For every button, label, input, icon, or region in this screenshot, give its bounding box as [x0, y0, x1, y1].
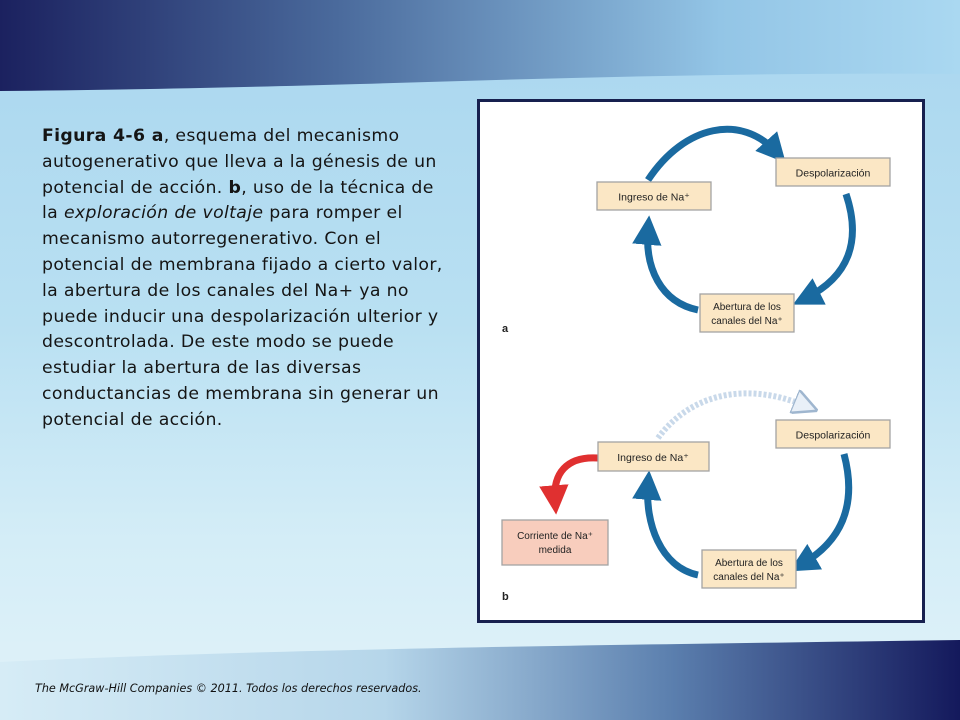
mechanism-diagram: Ingreso de Na⁺ Despolarización Abertura …	[501, 125, 891, 603]
node-despolarizacion-a: Despolarización	[775, 157, 891, 187]
node-abertura-canales-a: Abertura de los canales del Na⁺	[699, 293, 795, 333]
arrow-ingreso-to-despolarizacion-b-blocked	[655, 393, 806, 440]
node-despolarizacion-b: Despolarización	[775, 419, 891, 449]
node-corriente-line2: medida	[539, 545, 572, 556]
bottom-decorative-band	[0, 640, 960, 720]
arrow-abertura-to-ingreso-b	[632, 470, 699, 579]
node-corriente-na-medida: Corriente de Na⁺ medida	[501, 519, 609, 566]
node-ingreso-label-a: Ingreso de Na⁺	[618, 192, 690, 204]
arrow-ingreso-to-corriente-medida	[539, 454, 599, 515]
node-ingreso-na-b: Ingreso de Na⁺	[597, 441, 710, 472]
arrow-despolarizacion-to-abertura-a	[792, 192, 856, 305]
caption-italic-term: exploración de voltaje	[63, 203, 264, 224]
node-abertura-canales-b: Abertura de los canales del Na⁺	[701, 549, 797, 589]
node-despolarizacion-label-b: Despolarización	[796, 430, 871, 442]
arrow-abertura-to-ingreso-a	[632, 215, 699, 314]
node-despolarizacion-label-a: Despolarización	[796, 168, 871, 180]
figure-label: Figura 4-6 a	[42, 126, 164, 146]
caption-part-b-post: para romper el mecanismo autorregenerati…	[42, 203, 443, 430]
caption-b-label: b	[228, 177, 242, 198]
panel-b-label: b	[502, 591, 509, 603]
figure-caption: Figura 4-6 a, esquema del mecanismo auto…	[42, 124, 452, 434]
node-abertura-line2-b: canales del Na⁺	[713, 572, 784, 583]
node-abertura-line2-a: canales del Na⁺	[711, 316, 782, 327]
caption-part-b-pre: , uso de la técnica de la	[42, 177, 434, 224]
arrow-ingreso-to-despolarizacion-a	[645, 125, 786, 182]
node-ingreso-na-a: Ingreso de Na⁺	[596, 181, 712, 211]
figure-frame: Ingreso de Na⁺ Despolarización Abertura …	[477, 99, 925, 623]
caption-part-a: , esquema del mecanismo autogenerativo q…	[42, 126, 437, 198]
arrow-despolarizacion-to-abertura-b	[789, 453, 853, 572]
node-abertura-line1-a: Abertura de los	[713, 302, 781, 313]
copyright-footer: The McGraw-Hill Companies © 2011. Todos …	[35, 682, 422, 695]
node-corriente-line1: Corriente de Na⁺	[517, 531, 593, 542]
node-abertura-line1-b: Abertura de los	[715, 558, 783, 569]
node-ingreso-label-b: Ingreso de Na⁺	[617, 452, 689, 464]
top-decorative-band	[0, 0, 960, 91]
panel-a-label: a	[502, 323, 509, 335]
